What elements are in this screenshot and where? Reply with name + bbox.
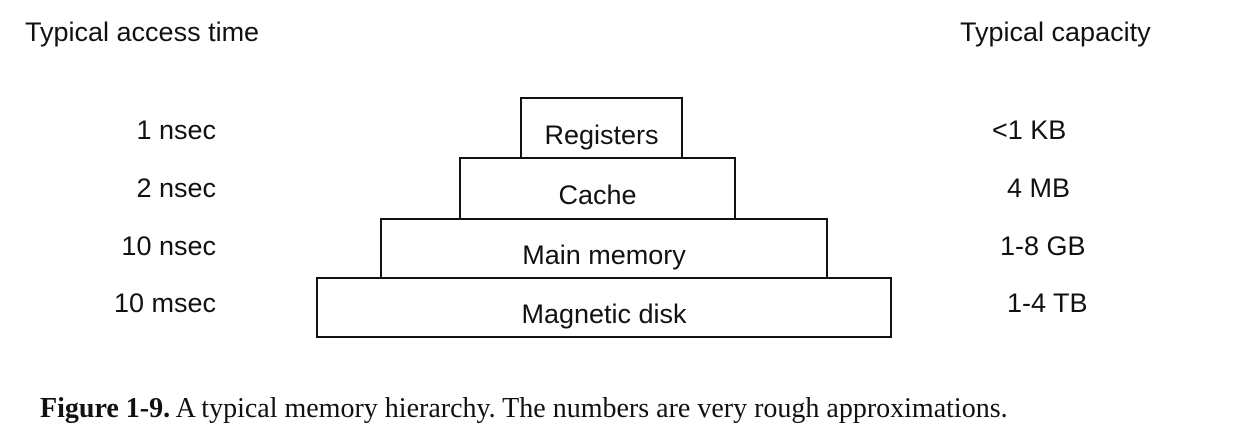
capacity-main-memory: 1-8 GB [1000,231,1086,261]
level-cache: Cache [459,157,736,220]
level-label-cache: Cache [558,180,637,210]
capacity-magnetic-disk: 1-4 TB [1007,288,1088,318]
level-magnetic-disk: Magnetic disk [316,277,892,338]
level-label-magnetic-disk: Magnetic disk [521,299,687,329]
figure-caption-text: A typical memory hierarchy. The numbers … [175,393,1008,424]
level-registers: Registers [520,97,683,159]
figure-caption: Figure 1-9. A typical memory hierarchy. … [40,389,1008,429]
capacity-header: Typical capacity [960,17,1151,47]
capacity-registers: <1 KB [992,115,1067,145]
access-time-main-memory: 10 nsec [121,231,216,261]
level-main-memory: Main memory [380,218,828,279]
access-time-header: Typical access time [25,17,260,47]
capacity-cache: 4 MB [1007,173,1071,203]
level-label-main-memory: Main memory [522,240,686,270]
access-time-cache: 2 nsec [136,173,216,203]
access-time-magnetic-disk: 10 msec [113,288,216,318]
access-time-registers: 1 nsec [136,115,216,145]
level-label-registers: Registers [544,119,659,150]
figure-number: Figure 1-9. [40,393,171,424]
